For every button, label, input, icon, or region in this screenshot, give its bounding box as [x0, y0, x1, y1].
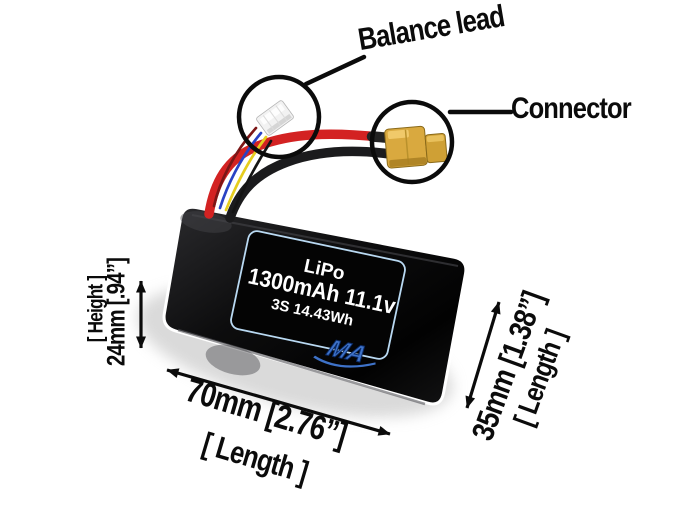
jst-pin-grooves	[262, 105, 288, 131]
balance-wire-blue	[218, 131, 263, 210]
battery-top-seam	[191, 214, 459, 267]
battery-sheen-bottom	[205, 344, 261, 376]
battery-sheen-top	[180, 211, 232, 233]
wire-black	[225, 146, 395, 223]
callout-connector-label: Connector	[511, 92, 632, 125]
dim-height-label: [ Height ]	[84, 275, 108, 343]
width-dimension-arrow	[465, 301, 501, 409]
balance-wire-maroon	[212, 126, 258, 208]
battery-label-panel: LiPo 1300mAh 11.1v 3S 14.43Wh MA	[230, 230, 406, 369]
brand-logo-swoosh	[313, 355, 376, 368]
xt60-top-lip	[387, 129, 409, 140]
xt60-tip-highlight	[426, 135, 444, 143]
xt60-connector	[384, 125, 448, 169]
label-border	[230, 230, 406, 360]
dim-height-value: 24mm [.94”]	[102, 257, 131, 367]
balance-wire-yellow	[224, 135, 268, 212]
balance-wire-black	[231, 139, 273, 214]
jst-balance-connector	[256, 100, 294, 136]
balance-lead-circle	[236, 74, 322, 160]
length-dimension-arrow	[166, 368, 391, 436]
connector-circle	[369, 99, 455, 185]
xt60-bottom-shade	[389, 157, 427, 168]
balance-lead-pointer-line	[303, 54, 367, 87]
